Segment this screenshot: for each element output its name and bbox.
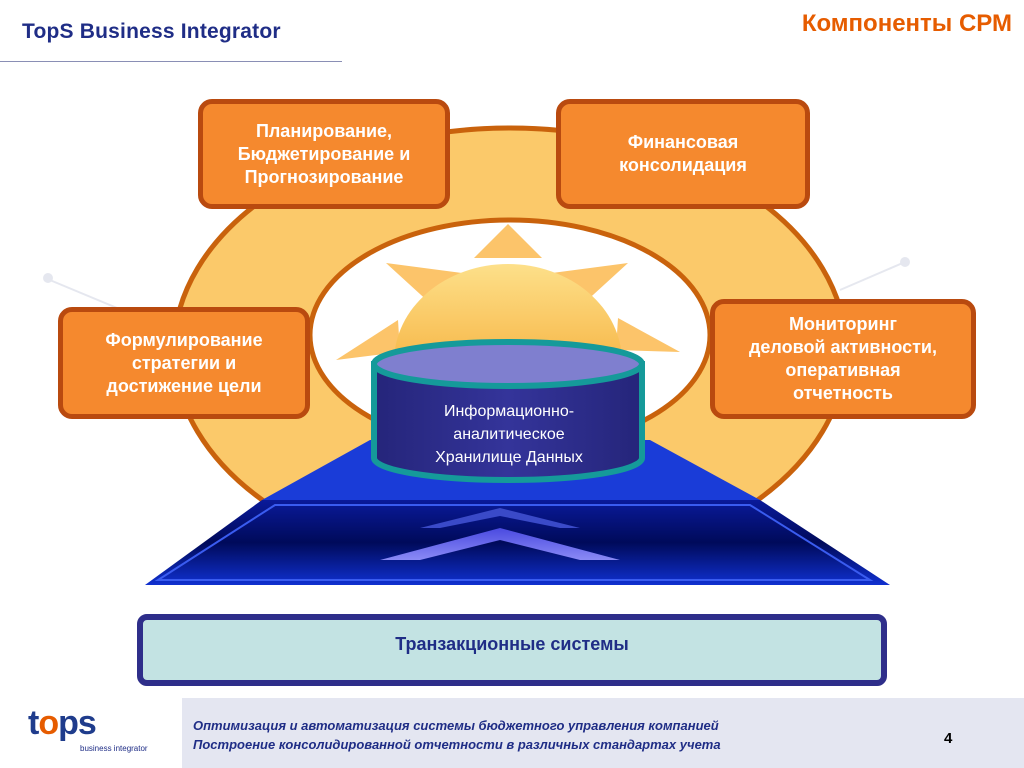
transaction-systems-box: Транзакционные системы — [137, 614, 887, 686]
sun-icon — [394, 264, 622, 362]
strategy-box: Формулирование стратегии и достижение це… — [58, 307, 310, 419]
transaction-systems-label: Транзакционные системы — [395, 634, 629, 654]
logo-tagline: business integrator — [80, 744, 148, 753]
database-cylinder-icon — [371, 339, 645, 483]
footer-line-1: Оптимизация и автоматизация системы бюдж… — [193, 718, 719, 733]
logo: tops business integrator — [28, 704, 158, 762]
header-divider — [0, 61, 342, 62]
footer-band — [182, 698, 1024, 768]
slide-title: Компоненты СРМ — [801, 10, 1012, 37]
consolidation-label: Финансовая консолидация — [619, 132, 747, 175]
sun-rays — [336, 224, 680, 360]
logo-wordmark: tops — [28, 704, 97, 742]
monitoring-box: Мониторинг деловой активности, оперативн… — [710, 299, 976, 419]
strategy-label: Формулирование стратегии и достижение це… — [105, 329, 263, 396]
consolidation-box: Финансовая консолидация — [556, 99, 810, 209]
footer-line-2: Построение консолидированной отчетности … — [193, 737, 721, 752]
upward-arrows-icon — [380, 508, 620, 560]
page-number: 4 — [944, 730, 953, 747]
header-brand: TopS Business Integrator — [22, 20, 281, 43]
monitoring-label: Мониторинг деловой активности, оперативн… — [748, 314, 937, 403]
planning-label: Планирование, Бюджетирование и Прогнозир… — [237, 120, 411, 187]
data-warehouse-label: Информационно- аналитическое Хранилище Д… — [435, 403, 583, 466]
planning-box: Планирование, Бюджетирование и Прогнозир… — [198, 99, 450, 209]
